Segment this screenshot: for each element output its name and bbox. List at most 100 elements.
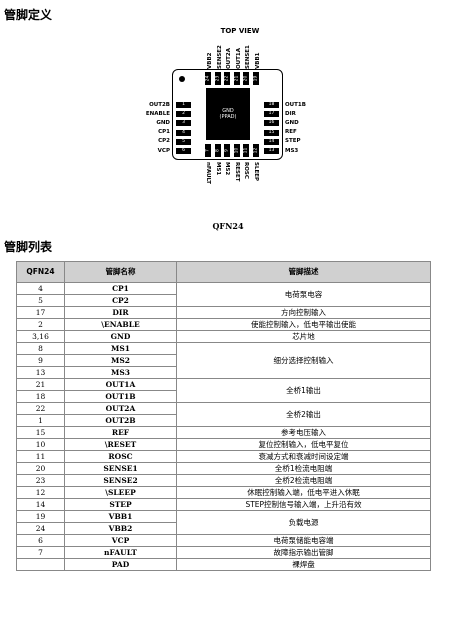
pin-number: 7 — [205, 149, 211, 152]
pin-name-cell: DIR — [64, 306, 177, 319]
pin-label-sense1: SENSE1 — [245, 45, 252, 69]
pin-number: 10 — [234, 147, 240, 154]
pin-number: 23 — [215, 75, 221, 82]
pin-number-cell: 5 — [16, 294, 65, 307]
pin-name-cell: \SLEEP — [64, 486, 177, 499]
pin-13: 13 — [264, 148, 279, 154]
pin-desc-cell: 休眠控制输入端，低电平进入休眠 — [176, 486, 431, 499]
pin-desc-cell: STEP控制信号输入端，上升沿有效 — [176, 498, 431, 511]
pin-desc-cell: 全桥2检流电阻端 — [176, 474, 431, 487]
thermal-pad: GND (PPAD) — [206, 88, 250, 140]
pin-desc-cell: 全桥1输出 — [176, 378, 431, 403]
header-qfn24: QFN24 — [16, 261, 65, 283]
pin-15: 15 — [264, 129, 279, 136]
pin-name-cell: MS3 — [64, 366, 177, 379]
pin-number-cell: 6 — [16, 534, 65, 547]
pin-name-cell: SENSE1 — [64, 462, 177, 475]
pin-definition-heading: 管脚定义 — [4, 8, 53, 22]
pin-number: 11 — [243, 147, 249, 154]
pin-label-ms1: MS1 — [214, 162, 221, 176]
pin-label-ms2: MS2 — [224, 162, 231, 176]
pin-label-vbb1: VBB1 — [255, 52, 261, 69]
pin-7: 7 — [205, 144, 211, 157]
pin-number-cell: 19 — [16, 510, 65, 523]
pin-number-cell: 8 — [16, 342, 65, 355]
pin-label-rosc: ROSC — [243, 162, 250, 179]
pin-number-cell: 15 — [16, 426, 65, 439]
pin-number-cell: 10 — [16, 438, 65, 451]
pin-label-ref: REF — [285, 129, 297, 136]
pin-desc-cell: 故障指示输出管脚 — [176, 546, 431, 559]
pin-number-cell: 11 — [16, 450, 65, 463]
pin-name-cell: VBB2 — [64, 522, 177, 535]
pin-label-nfault: nFAULT — [205, 162, 211, 184]
pin-number-cell: 7 — [16, 546, 65, 559]
header-pin-name: 管脚名称 — [64, 261, 177, 283]
pin-10: 10 — [233, 144, 240, 157]
pin-label-out2b: OUT2B — [149, 101, 170, 108]
pin-name-cell: MS2 — [64, 354, 177, 367]
pin-desc-cell: 电荷泵储能电容端 — [176, 534, 431, 547]
pin-number-cell: 13 — [16, 366, 65, 379]
pin-desc-cell: 衰减方式和衰减时间设定端 — [176, 450, 431, 463]
header-pin-desc: 管脚描述 — [176, 261, 431, 283]
pin-desc-cell: 细分选择控制输入 — [176, 342, 431, 379]
pin-number-cell: 24 — [16, 522, 65, 535]
pad-label: GND — [222, 108, 234, 114]
pin-2: 2 — [176, 111, 191, 118]
top-view-label: TOP VIEW — [220, 27, 260, 35]
pin-24: 24 — [205, 72, 211, 85]
pin-23: 23 — [214, 72, 221, 85]
pin-number: 12 — [253, 147, 259, 154]
pin-name-cell: nFAULT — [64, 546, 177, 559]
table-header-row: QFN24 管脚名称 管脚描述 — [16, 261, 431, 283]
pin-number-cell — [16, 558, 65, 571]
pin1-marker — [179, 76, 185, 82]
pin-20: 20 — [243, 72, 250, 85]
pin-number-cell: 12 — [16, 486, 65, 499]
pin-number: 19 — [253, 75, 259, 82]
pin-name-cell: GND — [64, 330, 177, 343]
pin-name-cell: CP1 — [64, 282, 177, 295]
pin-desc-cell: 电荷泵电容 — [176, 282, 431, 307]
pin-number: 8 — [215, 149, 221, 152]
pin-label-enable: ENABLE — [145, 110, 170, 117]
pin-desc-cell: 复位控制输入，低电平复位 — [176, 438, 431, 451]
pin-5: 5 — [176, 138, 191, 145]
pin-label-cp1: CP1 — [158, 129, 170, 136]
pin-name-cell: OUT2B — [64, 414, 177, 427]
pin-3: 3 — [176, 120, 191, 127]
pin-number-cell: 9 — [16, 354, 65, 367]
pin-desc-cell: 使能控制输入，低电平输出使能 — [176, 318, 431, 331]
pin-19: 19 — [253, 72, 259, 85]
pin-17: 17 — [264, 111, 279, 118]
pin-8: 8 — [214, 144, 221, 157]
pin-number-cell: 18 — [16, 390, 65, 403]
pin-18: 18 — [264, 102, 279, 108]
pin-label-reset: RESET — [233, 162, 240, 182]
pin-number: 22 — [224, 75, 230, 82]
pin-name-cell: VBB1 — [64, 510, 177, 523]
pin-list-heading: 管脚列表 — [4, 240, 53, 254]
pin-number-cell: 3,16 — [16, 330, 65, 343]
pin-desc-cell: 方向控制输入 — [176, 306, 431, 319]
pin-name-cell: MS1 — [64, 342, 177, 355]
pin-name-cell: CP2 — [64, 294, 177, 307]
pin-6: 6 — [176, 148, 191, 154]
